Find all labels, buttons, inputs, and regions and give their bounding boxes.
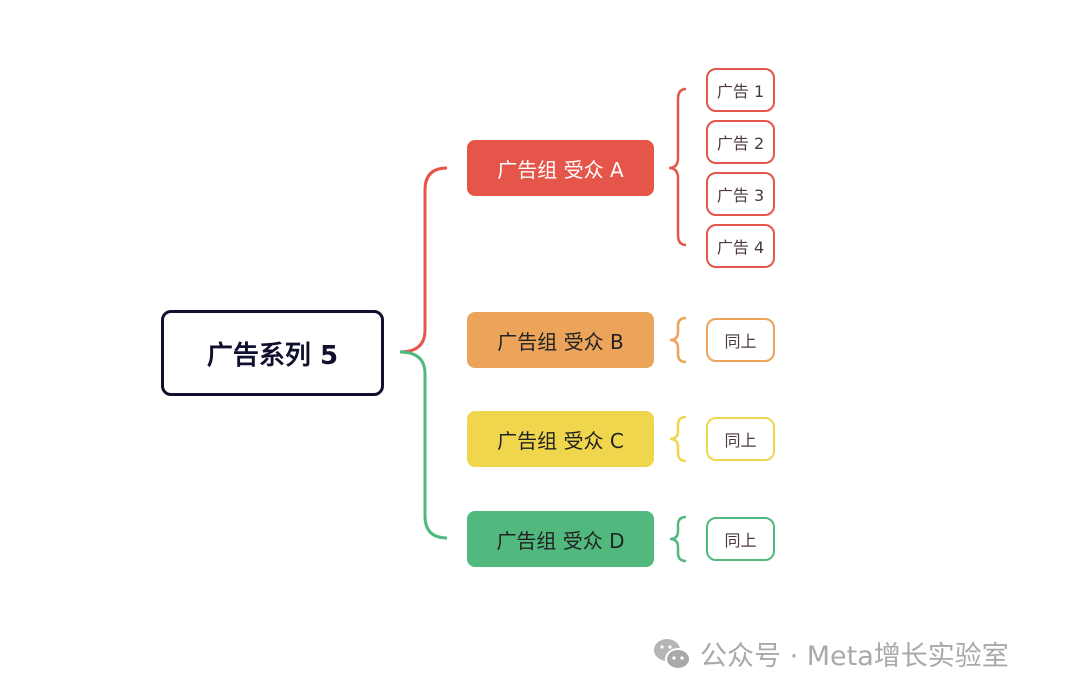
group-node-b[interactable]: 广告组 受众 B — [467, 312, 654, 368]
brace-b — [669, 316, 687, 364]
same-as-above-node-b[interactable]: 同上 — [706, 318, 775, 362]
group-node-d[interactable]: 广告组 受众 D — [467, 511, 654, 567]
brace-c — [669, 415, 687, 463]
same-as-above-node-d[interactable]: 同上 — [706, 517, 775, 561]
watermark-text: 公众号 · Meta增长实验室 — [700, 641, 1009, 672]
watermark: 公众号 · Meta增长实验室 — [652, 634, 1009, 673]
connector-root-a — [399, 166, 448, 354]
ad-node-2[interactable]: 广告 2 — [706, 120, 775, 164]
wechat-icon — [654, 638, 691, 670]
brace-a — [668, 87, 687, 247]
ad-node-4[interactable]: 广告 4 — [706, 224, 775, 268]
group-node-c[interactable]: 广告组 受众 C — [467, 411, 654, 467]
ad-node-3[interactable]: 广告 3 — [706, 172, 775, 216]
brace-d — [669, 515, 687, 563]
ad-node-1[interactable]: 广告 1 — [706, 68, 775, 112]
group-node-a[interactable]: 广告组 受众 A — [467, 140, 654, 196]
root-node[interactable]: 广告系列 5 — [161, 310, 384, 396]
connector-root-d — [399, 350, 448, 540]
same-as-above-node-c[interactable]: 同上 — [706, 417, 775, 461]
